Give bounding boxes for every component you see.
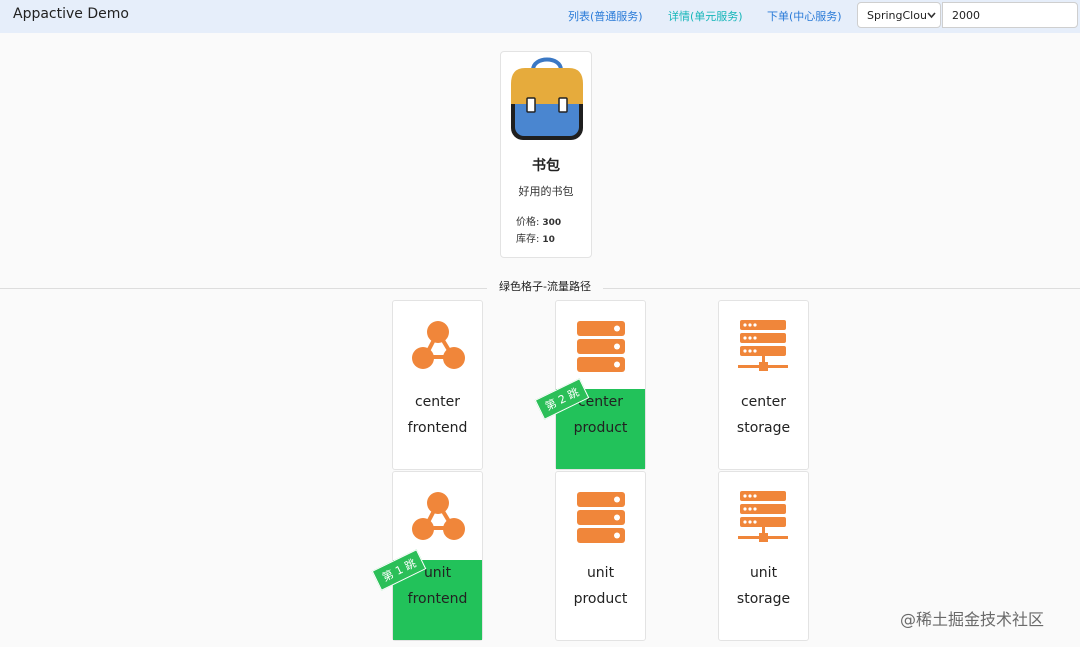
watermark: @稀土掘金技术社区 [900, 610, 1045, 629]
nav-link-list[interactable]: 列表(普通服务) [568, 10, 643, 23]
database-stack-icon [577, 492, 625, 543]
route-cell-unit-storage: unit storage [718, 471, 809, 641]
cell-label-line2: product [573, 591, 628, 607]
route-cell-unit-product: unit product [555, 471, 646, 641]
price-value: 300 [542, 218, 562, 228]
cell-label-line2: storage [736, 591, 791, 607]
chevron-down-icon [927, 12, 936, 19]
cell-label: center frontend [393, 389, 482, 469]
product-stock-row: 库存:10 [516, 230, 555, 245]
route-cell-center-product: center product [555, 300, 646, 470]
cell-label-active: unit frontend [393, 560, 482, 640]
cell-label-line1: unit [749, 565, 778, 581]
share-network-icon [412, 321, 465, 369]
share-network-icon [412, 492, 465, 540]
cell-label: unit storage [719, 560, 808, 640]
cell-label: unit product [556, 560, 645, 640]
product-description: 好用的书包 [518, 185, 574, 198]
cell-label-line1: center [414, 394, 461, 410]
stock-label: 库存: [516, 234, 540, 245]
route-section-title: 绿色格子-流量路径 [487, 278, 603, 294]
cell-label-line2: product [573, 420, 628, 436]
database-stack-icon [577, 321, 625, 372]
nav-link-order[interactable]: 下单(中心服务) [767, 10, 842, 23]
nav-link-detail[interactable]: 详情(单元服务) [668, 10, 743, 23]
framework-select-value: SpringClou [867, 9, 927, 22]
framework-select[interactable]: SpringClou [857, 2, 941, 28]
value-input[interactable]: 2000 [942, 2, 1078, 28]
stock-value: 10 [542, 235, 555, 245]
app-brand[interactable]: Appactive Demo [13, 6, 129, 22]
cell-label-line2: storage [736, 420, 791, 436]
server-rack-icon [738, 320, 788, 371]
cell-label-line2: frontend [407, 420, 468, 436]
product-card[interactable]: 书包 好用的书包 价格:300 库存:10 [500, 51, 592, 258]
product-name: 书包 [532, 158, 560, 174]
backpack-icon [511, 57, 583, 140]
cell-label-line1: center [740, 394, 787, 410]
product-price-row: 价格:300 [516, 213, 561, 228]
cell-label-line1: center [577, 394, 624, 410]
cell-label-line1: unit [423, 565, 452, 581]
route-cell-center-frontend: center frontend [392, 300, 483, 470]
cell-label-line1: unit [586, 565, 615, 581]
route-cell-center-storage: center storage [718, 300, 809, 470]
navbar: Appactive Demo 列表(普通服务) 详情(单元服务) 下单(中心服务… [0, 0, 1080, 33]
cell-label: center storage [719, 389, 808, 469]
cell-label-line2: frontend [407, 591, 468, 607]
price-label: 价格: [516, 217, 540, 228]
server-rack-icon [738, 491, 788, 542]
